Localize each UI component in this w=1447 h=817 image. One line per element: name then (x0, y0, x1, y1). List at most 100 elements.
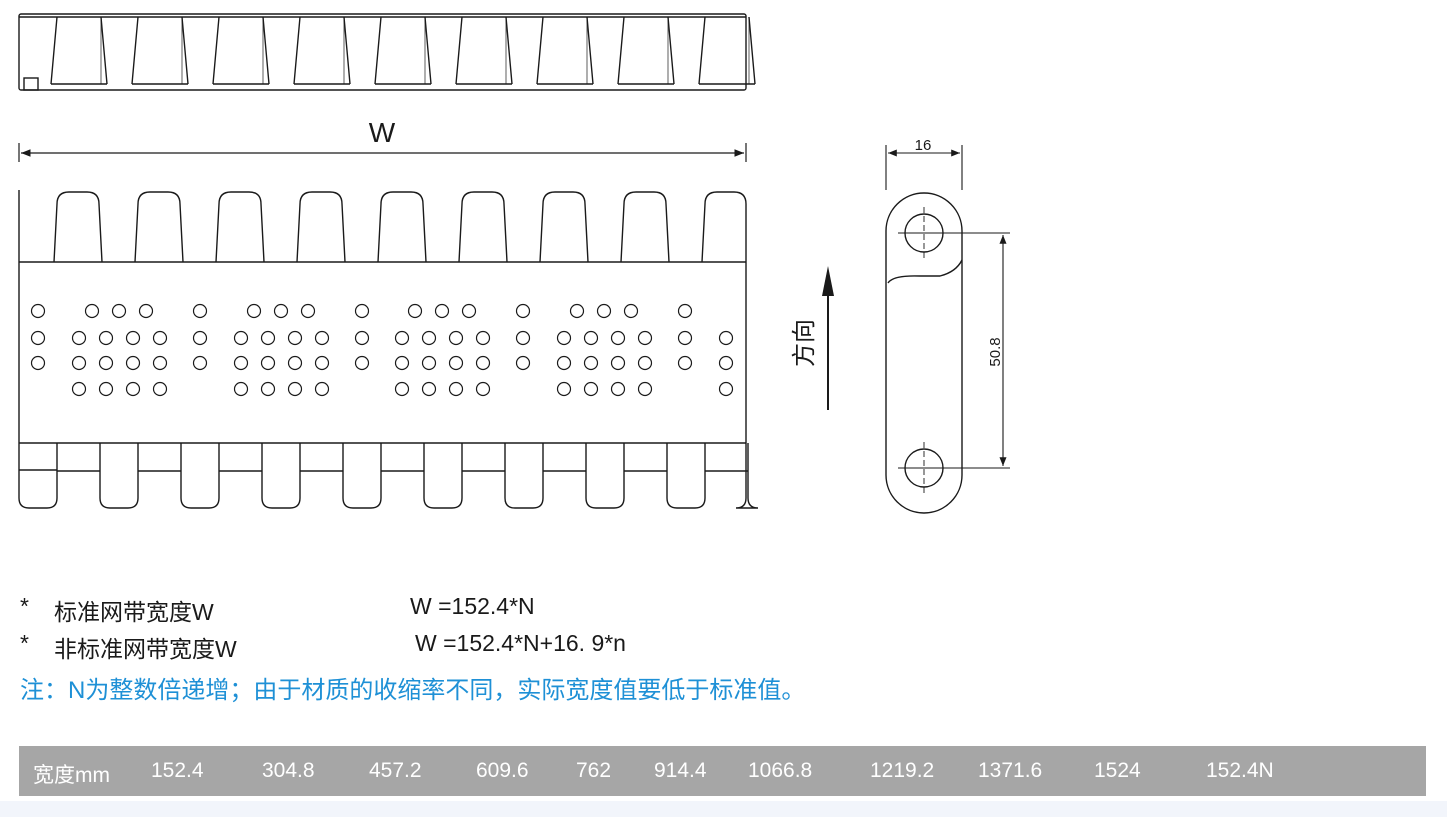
hole (394, 330, 410, 346)
hole (610, 381, 626, 397)
width-value: 1524 (1094, 759, 1141, 782)
spec-label: 非标准网带宽度W (54, 636, 237, 662)
hole (152, 330, 168, 346)
hole (98, 330, 114, 346)
hole (515, 330, 531, 346)
direction-arrow (822, 266, 834, 410)
hole (71, 330, 87, 346)
hole (354, 303, 370, 319)
pitch-length-label: 50.8 (987, 337, 1004, 366)
hole (637, 381, 653, 397)
hole (475, 355, 491, 371)
hole (394, 355, 410, 371)
width-label: W (369, 117, 396, 148)
hole (233, 330, 249, 346)
hole (461, 303, 477, 319)
width-value: 1371.6 (978, 759, 1043, 782)
hole (192, 330, 208, 346)
hole (354, 330, 370, 346)
width-value: 914.4 (654, 759, 707, 782)
side-tooth (131, 16, 189, 85)
spec-label: 标准网带宽度W (54, 599, 214, 625)
width-value: 152.4N (1206, 759, 1274, 782)
hole (233, 355, 249, 371)
width-value: 152.4 (151, 759, 204, 782)
shrinkage-note: 注：N为整数倍递增；由于材质的收缩率不同，实际宽度值要低于标准值。 (20, 677, 806, 704)
hole (637, 355, 653, 371)
spec-formula: W =152.4*N+16. 9*n (415, 630, 626, 656)
hole (448, 355, 464, 371)
side-tooth (374, 16, 432, 85)
hole (71, 381, 87, 397)
hole (596, 303, 612, 319)
hole (287, 330, 303, 346)
hole (192, 303, 208, 319)
width-table: 宽度mm 152.4 304.8 457.2 609.6 762 914.4 1… (19, 746, 1426, 796)
hole (314, 381, 330, 397)
hole (623, 303, 639, 319)
hole (125, 381, 141, 397)
hole (677, 330, 693, 346)
width-value: 762 (576, 759, 612, 782)
side-tooth (617, 16, 675, 85)
belt-technical-drawing: W 方向 16 50 (18, 13, 1010, 514)
hole (30, 303, 46, 319)
hole (152, 381, 168, 397)
hole (677, 303, 693, 319)
side-tooth (536, 16, 594, 85)
spec-bullet: * (20, 593, 29, 619)
hole (233, 381, 249, 397)
width-value: 1219.2 (870, 759, 935, 782)
hole (138, 303, 154, 319)
hole (125, 355, 141, 371)
link-section-view (885, 192, 963, 514)
hole (448, 381, 464, 397)
hole (407, 303, 423, 319)
width-table-header: 宽度mm (33, 764, 110, 787)
pitch-width-label: 16 (915, 137, 932, 154)
hole (569, 303, 585, 319)
width-value: 457.2 (369, 759, 422, 782)
hole (300, 303, 316, 319)
hole (421, 381, 437, 397)
hole (30, 330, 46, 346)
hole (556, 330, 572, 346)
hole (515, 355, 531, 371)
hole (421, 330, 437, 346)
hole (515, 303, 531, 319)
hole (718, 381, 734, 397)
hole (30, 355, 46, 371)
hole (287, 381, 303, 397)
hole (556, 355, 572, 371)
hole (394, 381, 410, 397)
hole (314, 330, 330, 346)
spec-bullet: * (20, 630, 29, 656)
hole (610, 355, 626, 371)
hole (421, 355, 437, 371)
hole (475, 381, 491, 397)
belt-side-view (18, 13, 756, 91)
side-tooth (698, 16, 756, 85)
hole (583, 330, 599, 346)
hole (718, 355, 734, 371)
hole (152, 355, 168, 371)
side-tooth (50, 16, 108, 85)
spec-formula: W =152.4*N (410, 593, 535, 619)
hole (287, 355, 303, 371)
hole (475, 330, 491, 346)
hole (677, 355, 693, 371)
hole (434, 303, 450, 319)
hole (260, 330, 276, 346)
hole (718, 330, 734, 346)
hole (448, 330, 464, 346)
width-value: 1066.8 (748, 759, 813, 782)
direction-label: 方向 (790, 319, 818, 367)
hole (314, 355, 330, 371)
hole (98, 355, 114, 371)
hole (556, 381, 572, 397)
side-tooth (455, 16, 513, 85)
hole (637, 330, 653, 346)
hole (246, 303, 262, 319)
hole (583, 381, 599, 397)
width-dimension (18, 143, 747, 162)
